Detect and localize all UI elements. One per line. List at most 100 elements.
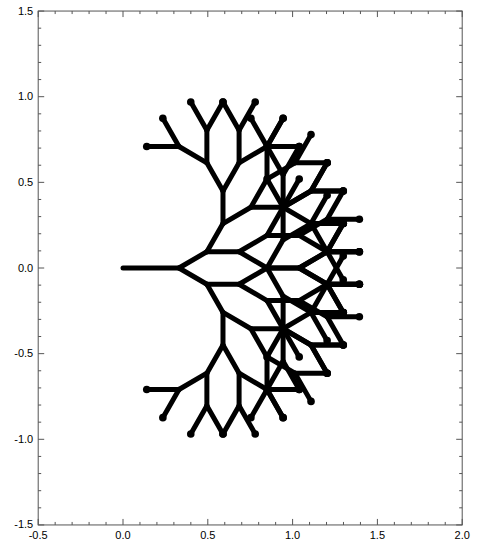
tree-branch <box>239 268 267 284</box>
x-tick <box>106 522 107 525</box>
tree-branch <box>147 387 179 392</box>
x-tick <box>207 11 208 17</box>
x-tick <box>394 522 395 525</box>
tree-branch <box>299 284 327 300</box>
tree-branch <box>311 310 343 315</box>
y-tick <box>459 216 462 217</box>
plot-frame <box>38 11 462 525</box>
y-tick <box>38 216 41 217</box>
branch-tip <box>339 276 347 284</box>
x-tick <box>241 11 242 14</box>
branch-tip <box>339 341 347 349</box>
branch-tip <box>159 414 167 422</box>
branch-tip <box>339 309 347 317</box>
y-tick <box>459 113 462 114</box>
y-tick <box>38 319 41 320</box>
tree-branch <box>163 118 179 146</box>
tree-branch <box>239 373 267 389</box>
tree-branch <box>267 163 295 179</box>
tree-branch <box>267 387 299 392</box>
x-tick <box>258 11 259 14</box>
y-tick <box>456 439 462 440</box>
tree-branch <box>207 102 223 130</box>
branch-tip <box>295 353 303 361</box>
y-tick <box>38 439 44 440</box>
tree-branch <box>299 252 327 268</box>
tree-branch <box>204 130 209 163</box>
branch-tip <box>323 159 331 167</box>
y-tick <box>38 11 44 12</box>
x-tick <box>72 522 73 525</box>
branch-tip <box>339 187 347 195</box>
branch-tip <box>295 386 303 394</box>
axis-tick-label: 0.5 <box>18 176 33 189</box>
x-tick <box>55 11 56 14</box>
tree-branch <box>267 268 283 296</box>
branch-tip <box>339 341 347 349</box>
branch-tip <box>263 353 271 361</box>
y-tick <box>459 148 462 149</box>
branch-tip <box>339 187 347 195</box>
y-tick <box>38 490 41 491</box>
y-tick <box>38 507 41 508</box>
branch-tip <box>307 398 315 406</box>
y-tick <box>459 387 462 388</box>
tree-branch <box>163 389 179 417</box>
x-tick <box>445 522 446 525</box>
x-tick <box>55 522 56 525</box>
y-tick <box>456 96 462 97</box>
x-tick <box>462 11 463 17</box>
x-tick <box>123 519 124 525</box>
y-tick <box>38 336 41 337</box>
tree-branch <box>327 224 343 252</box>
x-tick <box>326 522 327 525</box>
branch-tip <box>279 115 287 123</box>
axis-tick-label: -0.5 <box>29 529 48 542</box>
y-tick <box>38 422 41 423</box>
tree-branch <box>239 147 267 163</box>
y-tick <box>38 130 41 131</box>
tree-branch <box>295 373 311 401</box>
branch-tip <box>143 143 151 151</box>
y-tick <box>38 370 41 371</box>
x-tick <box>343 522 344 525</box>
branch-tip <box>339 309 347 317</box>
tree-branch <box>220 191 225 224</box>
y-tick <box>459 79 462 80</box>
tree-branch <box>267 361 283 389</box>
y-tick <box>459 319 462 320</box>
branch-tip <box>219 430 227 438</box>
tree-branch <box>327 249 359 254</box>
tree-branch <box>283 361 299 389</box>
tree-branch <box>179 252 207 268</box>
branch-tip <box>219 430 227 438</box>
x-tick <box>139 11 140 14</box>
branch-tip <box>219 98 227 106</box>
x-tick <box>207 519 208 525</box>
y-tick <box>459 250 462 251</box>
tree-branch <box>237 373 242 406</box>
tree-branch <box>311 163 327 191</box>
tree-branch <box>207 163 223 191</box>
tree-branch <box>311 163 327 191</box>
x-tick <box>190 11 191 14</box>
branch-tip <box>295 175 303 183</box>
tree-branch <box>251 118 267 146</box>
y-tick <box>38 96 44 97</box>
tree-branch <box>267 144 299 149</box>
tree-branch <box>295 135 311 163</box>
tree-branch <box>311 345 327 373</box>
tree-branch <box>311 188 343 193</box>
branch-tip <box>323 159 331 167</box>
tree-branch <box>207 249 239 254</box>
tree-branch <box>311 224 327 252</box>
tree-branch <box>311 221 343 226</box>
tree-branch <box>267 329 283 357</box>
tree-branch <box>251 205 283 210</box>
tree-branch <box>299 252 327 268</box>
branch-tip <box>339 187 347 195</box>
x-tick <box>377 11 378 17</box>
tree-branch <box>283 191 311 207</box>
tree-branch <box>267 207 283 235</box>
y-tick <box>38 473 41 474</box>
